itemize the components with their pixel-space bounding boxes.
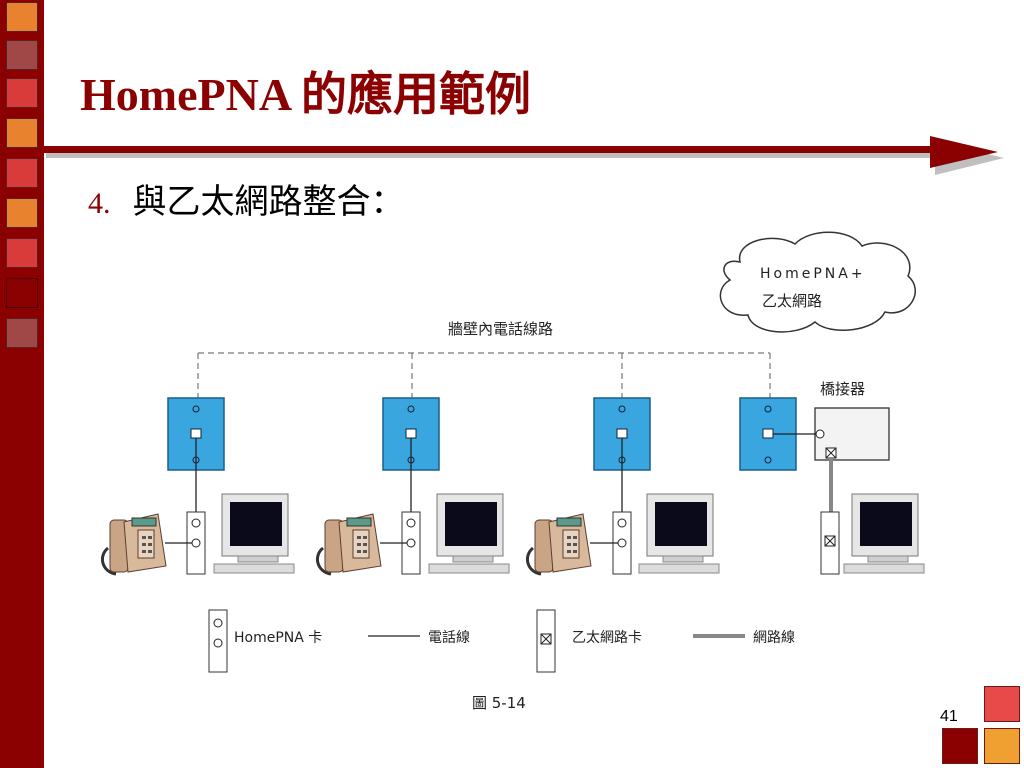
wall-wiring-dashed bbox=[197, 352, 771, 398]
bridge-label: 橋接器 bbox=[820, 380, 865, 398]
bullet-number: 4. bbox=[88, 187, 111, 220]
computer bbox=[428, 493, 510, 574]
wall-jack bbox=[167, 397, 225, 471]
homepna-card bbox=[612, 511, 632, 575]
legend-phone-line-label: 電話線 bbox=[428, 629, 470, 646]
corner-square bbox=[984, 728, 1020, 764]
telephone bbox=[100, 513, 167, 576]
computer bbox=[638, 493, 720, 574]
sidebar-square bbox=[6, 198, 38, 228]
homepna-card bbox=[186, 511, 206, 575]
legend-network-line-label: 網路線 bbox=[753, 630, 795, 646]
homepna-card bbox=[401, 511, 421, 575]
page-title: HomePNA 的應用範例 bbox=[80, 69, 532, 120]
corner-square bbox=[942, 728, 978, 764]
phone-line bbox=[195, 438, 623, 520]
page-number: 41 bbox=[940, 708, 958, 725]
sidebar-square bbox=[6, 278, 38, 308]
sidebar-square bbox=[6, 158, 38, 188]
bridge-box bbox=[814, 407, 890, 461]
title-arrow bbox=[42, 136, 1004, 175]
sidebar-square bbox=[6, 118, 38, 148]
legend-ethernet-card-label: 乙太網路卡 bbox=[572, 630, 642, 646]
bullet-text: 與乙太網路整合： bbox=[132, 184, 405, 221]
corner-square bbox=[984, 686, 1020, 722]
sidebar-decoration bbox=[0, 0, 44, 768]
sidebar-square bbox=[6, 40, 38, 70]
sidebar-square bbox=[6, 238, 38, 268]
cloud-label-line1: HomePNA+ bbox=[760, 266, 866, 282]
cloud-label-line2: 乙太網路 bbox=[762, 292, 822, 310]
computer bbox=[843, 493, 925, 574]
computer bbox=[213, 493, 295, 574]
cloud-shape bbox=[719, 231, 916, 333]
legend bbox=[208, 609, 745, 673]
sidebar-square bbox=[6, 78, 38, 108]
telephone bbox=[315, 513, 382, 576]
telephone bbox=[525, 513, 592, 576]
sidebar-square bbox=[6, 2, 38, 32]
bullet-item: 4. 與乙太網路整合： bbox=[88, 186, 405, 220]
wall-wiring-label: 牆壁內電話線路 bbox=[448, 320, 553, 338]
legend-homepna-card-label: HomePNA 卡 bbox=[234, 630, 322, 646]
sidebar-square bbox=[6, 318, 38, 348]
figure-caption: 圖 5-14 bbox=[472, 694, 526, 712]
ethernet-card bbox=[820, 511, 840, 575]
